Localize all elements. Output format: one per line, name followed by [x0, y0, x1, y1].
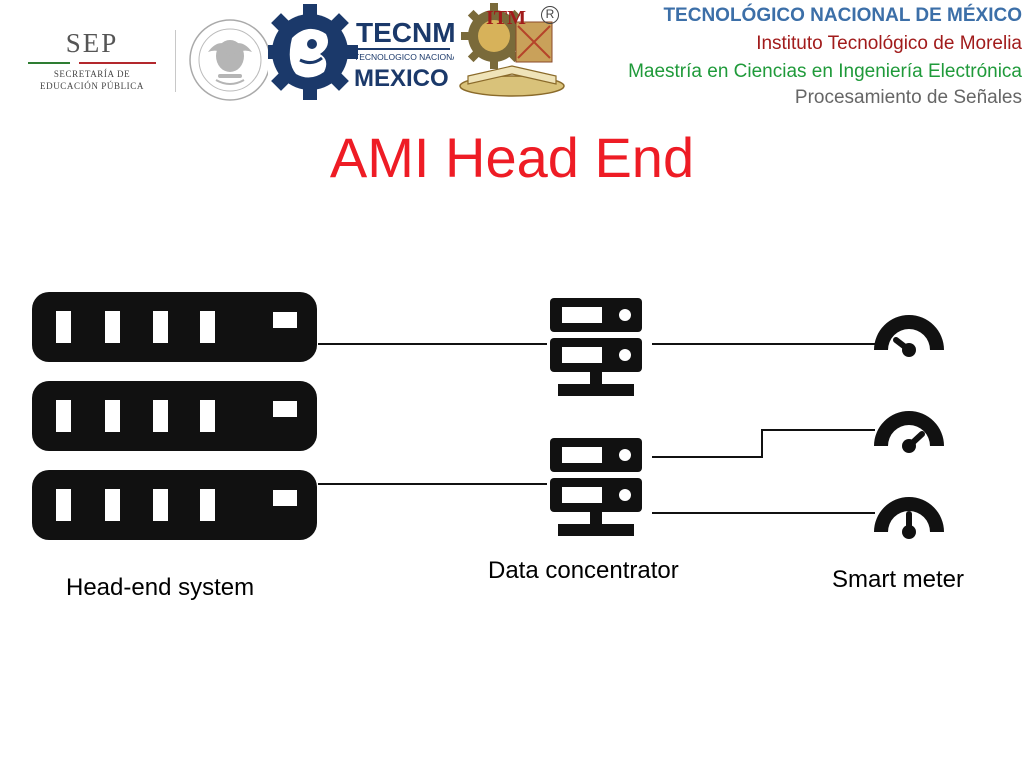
header-line-program: Maestría en Ciencias en Ingeniería Elect… [628, 61, 1022, 82]
header-line-tecnm: TECNOLÓGICO NACIONAL DE MÉXICO [663, 5, 1022, 26]
sep-tricolor-rule [28, 62, 156, 64]
itm-logo-icon: ITM [459, 3, 565, 97]
server-rack-icon [32, 470, 317, 540]
sep-wordmark: SEP [65, 28, 119, 58]
connection-lines [318, 343, 878, 514]
head-end-label: Head-end system [66, 574, 254, 601]
gauge-icon [874, 411, 944, 453]
ami-diagram: Head-end system Data concentrator Smart … [32, 292, 964, 601]
sep-subtitle-1: SECRETARÍA DE [53, 69, 131, 79]
concentrator-label: Data concentrator [488, 557, 679, 584]
server-icon [550, 298, 642, 396]
tecnm-logo-icon: TECNM TECNOLOGICO NACIONAL DE MEXICO [268, 0, 454, 103]
server-rack-icon [32, 381, 317, 451]
itm-mark: ITM [486, 7, 526, 29]
tecnm-subtitle: TECNOLOGICO NACIONAL DE [354, 52, 454, 62]
gauge-icon [874, 315, 944, 357]
header-line-institute: Instituto Tecnológico de Morelia [756, 33, 1022, 54]
logo-divider [175, 30, 176, 92]
server-icon [550, 438, 642, 536]
server-rack-icon [32, 292, 317, 362]
registered-mark: R [541, 6, 559, 24]
tecnm-country: MEXICO [354, 65, 449, 92]
sep-logo: SEP SECRETARÍA DE EDUCACIÓN PÚBLICA [14, 20, 170, 102]
meter-label: Smart meter [832, 566, 964, 593]
header-line-course: Procesamiento de Señales [794, 87, 1022, 108]
slide-title: AMI Head End [329, 126, 695, 189]
gauge-icon [874, 497, 944, 539]
tecnm-wordmark: TECNM [356, 17, 454, 48]
sep-subtitle-2: EDUCACIÓN PÚBLICA [40, 81, 144, 91]
eagle-seal-icon [189, 19, 271, 101]
